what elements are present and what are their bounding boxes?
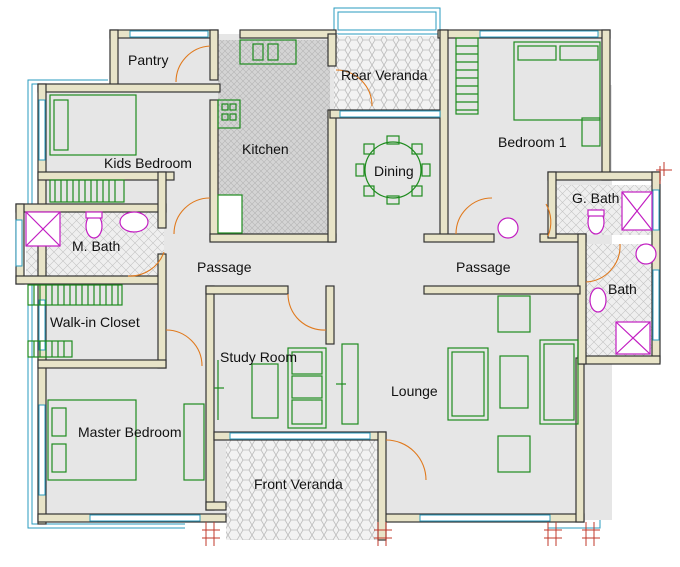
label-dining: Dining [374,163,414,179]
label-kitchen: Kitchen [242,141,289,157]
furniture [27,37,601,481]
label-bedroom-1: Bedroom 1 [498,134,567,150]
dimension-marks [202,162,672,546]
door-swings [127,45,621,481]
label-passage-right: Passage [456,259,511,275]
label-passage-left: Passage [197,259,252,275]
floor-areas [26,34,656,540]
label-rear-veranda: Rear Veranda [341,67,428,83]
windows [15,30,660,522]
label-pantry: Pantry [128,52,169,68]
label-m-bath: M. Bath [72,238,121,254]
label-kids-bedroom: Kids Bedroom [104,155,192,171]
sanitary-fixtures [25,191,657,355]
label-walk-in-closet: Walk-in Closet [50,314,140,330]
label-bath: Bath [608,281,637,297]
label-front-veranda: Front Veranda [254,476,343,492]
label-lounge: Lounge [391,383,438,399]
label-master-bedroom: Master Bedroom [78,424,182,440]
label-study-room: Study Room [220,349,298,365]
label-g-bath: G. Bath [572,190,620,206]
